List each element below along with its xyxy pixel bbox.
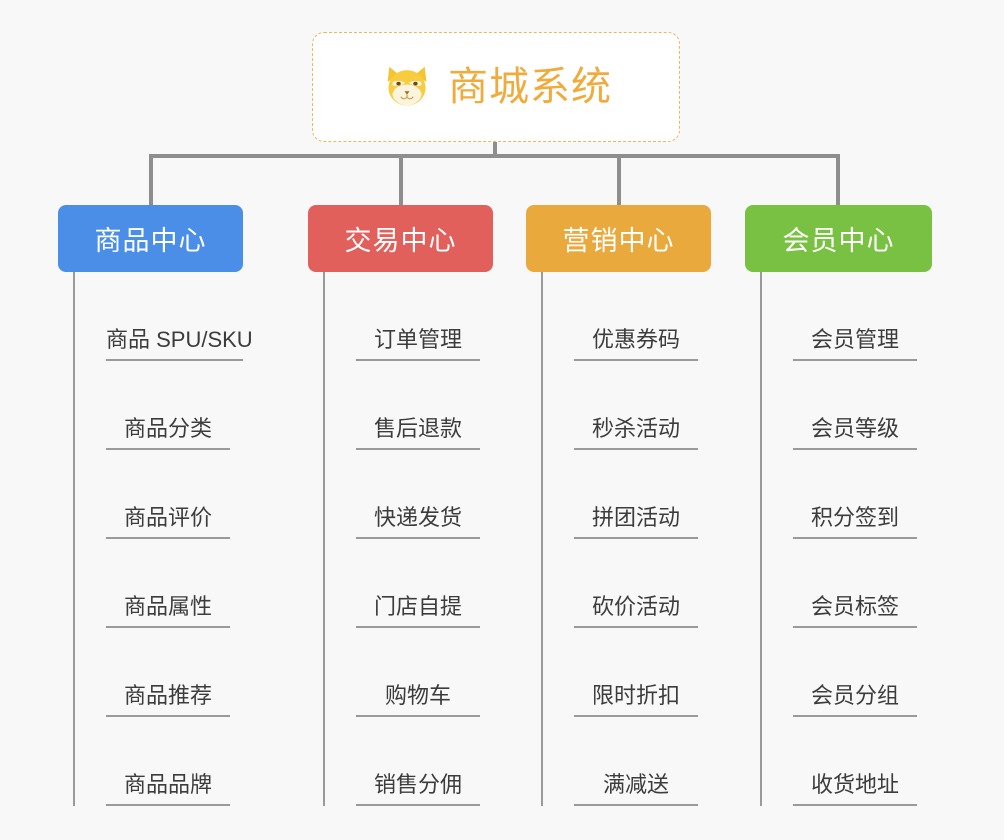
vertical-spine	[323, 272, 325, 806]
item-label: 商品分类	[106, 416, 230, 450]
item-spine-wrap-marketing-center: 优惠券码 秒杀活动 拼团活动 砍价活动 限时折扣 满减送	[541, 272, 711, 806]
item-list-marketing-center: 优惠券码 秒杀活动 拼团活动 砍价活动 限时折扣 满减送	[541, 272, 711, 806]
list-item[interactable]: 商品推荐	[73, 628, 243, 717]
list-item[interactable]: 砍价活动	[541, 539, 711, 628]
vertical-spine	[73, 272, 75, 806]
item-label: 会员管理	[793, 327, 917, 361]
list-item[interactable]: 商品 SPU/SKU	[73, 272, 253, 361]
item-label: 秒杀活动	[574, 416, 698, 450]
item-label: 购物车	[356, 683, 480, 717]
item-list-member-center: 会员管理 会员等级 积分签到 会员标签 会员分组 收货地址	[760, 272, 932, 806]
item-label: 收货地址	[793, 772, 917, 806]
list-item[interactable]: 拼团活动	[541, 450, 711, 539]
list-item[interactable]: 快递发货	[323, 450, 493, 539]
item-label: 会员分组	[793, 683, 917, 717]
list-item[interactable]: 限时折扣	[541, 628, 711, 717]
item-label: 订单管理	[356, 327, 480, 361]
list-item[interactable]: 会员等级	[760, 361, 932, 450]
list-item[interactable]: 会员分组	[760, 628, 932, 717]
list-item[interactable]: 商品评价	[73, 450, 243, 539]
connector-drop-trade-center	[399, 154, 403, 206]
root-title: 商城系统	[448, 65, 612, 109]
shiba-dog-icon	[387, 66, 427, 106]
item-label: 商品属性	[106, 594, 230, 628]
list-item[interactable]: 商品品牌	[73, 717, 243, 806]
list-item[interactable]: 商品分类	[73, 361, 243, 450]
vertical-spine	[760, 272, 762, 806]
list-item[interactable]: 购物车	[323, 628, 493, 717]
item-list-product-center: 商品 SPU/SKU 商品分类 商品评价 商品属性 商品推荐 商品品牌	[73, 272, 253, 806]
item-label: 商品 SPU/SKU	[106, 327, 253, 361]
list-item[interactable]: 收货地址	[760, 717, 932, 806]
category-header-trade-center[interactable]: 交易中心	[308, 205, 493, 272]
item-spine-wrap-member-center: 会员管理 会员等级 积分签到 会员标签 会员分组 收货地址	[760, 272, 932, 806]
category-header-marketing-center[interactable]: 营销中心	[526, 205, 711, 272]
item-label: 门店自提	[356, 594, 480, 628]
connector-drop-member-center	[836, 154, 840, 206]
item-label: 售后退款	[356, 416, 480, 450]
item-label: 销售分佣	[356, 772, 480, 806]
list-item[interactable]: 优惠券码	[541, 272, 711, 361]
category-header-product-center[interactable]: 商品中心	[58, 205, 243, 272]
list-item[interactable]: 商品属性	[73, 539, 243, 628]
connector-drop-product-center	[149, 154, 153, 206]
item-list-trade-center: 订单管理 售后退款 快递发货 门店自提 购物车 销售分佣	[323, 272, 493, 806]
item-label: 商品评价	[106, 505, 230, 539]
category-header-member-center[interactable]: 会员中心	[745, 205, 932, 272]
item-spine-wrap-product-center: 商品 SPU/SKU 商品分类 商品评价 商品属性 商品推荐 商品品牌	[73, 272, 253, 806]
column-product-center: 商品中心 商品 SPU/SKU 商品分类 商品评价 商品属性 商品推荐 商品品牌	[58, 205, 253, 806]
item-label: 满减送	[574, 772, 698, 806]
column-trade-center: 交易中心 订单管理 售后退款 快递发货 门店自提 购物车 销售分佣	[308, 205, 493, 806]
list-item[interactable]: 订单管理	[323, 272, 493, 361]
list-item[interactable]: 会员标签	[760, 539, 932, 628]
list-item[interactable]: 门店自提	[323, 539, 493, 628]
connector-drop-marketing-center	[617, 154, 621, 206]
item-label: 拼团活动	[574, 505, 698, 539]
item-label: 优惠券码	[574, 327, 698, 361]
item-label: 限时折扣	[574, 683, 698, 717]
connector-root-stub	[493, 142, 497, 158]
item-label: 商品推荐	[106, 683, 230, 717]
root-node[interactable]: 商城系统	[312, 32, 680, 142]
list-item[interactable]: 售后退款	[323, 361, 493, 450]
item-label: 快递发货	[356, 505, 480, 539]
item-spine-wrap-trade-center: 订单管理 售后退款 快递发货 门店自提 购物车 销售分佣	[323, 272, 493, 806]
item-label: 会员等级	[793, 416, 917, 450]
list-item[interactable]: 积分签到	[760, 450, 932, 539]
list-item[interactable]: 秒杀活动	[541, 361, 711, 450]
list-item[interactable]: 会员管理	[760, 272, 932, 361]
column-marketing-center: 营销中心 优惠券码 秒杀活动 拼团活动 砍价活动 限时折扣 满减送	[526, 205, 711, 806]
connector-horizontal-bus	[149, 154, 840, 158]
list-item[interactable]: 销售分佣	[323, 717, 493, 806]
vertical-spine	[541, 272, 543, 806]
item-label: 商品品牌	[106, 772, 230, 806]
column-member-center: 会员中心 会员管理 会员等级 积分签到 会员标签 会员分组 收货地址	[745, 205, 932, 806]
item-label: 砍价活动	[574, 594, 698, 628]
item-label: 积分签到	[793, 505, 917, 539]
list-item[interactable]: 满减送	[541, 717, 711, 806]
item-label: 会员标签	[793, 594, 917, 628]
